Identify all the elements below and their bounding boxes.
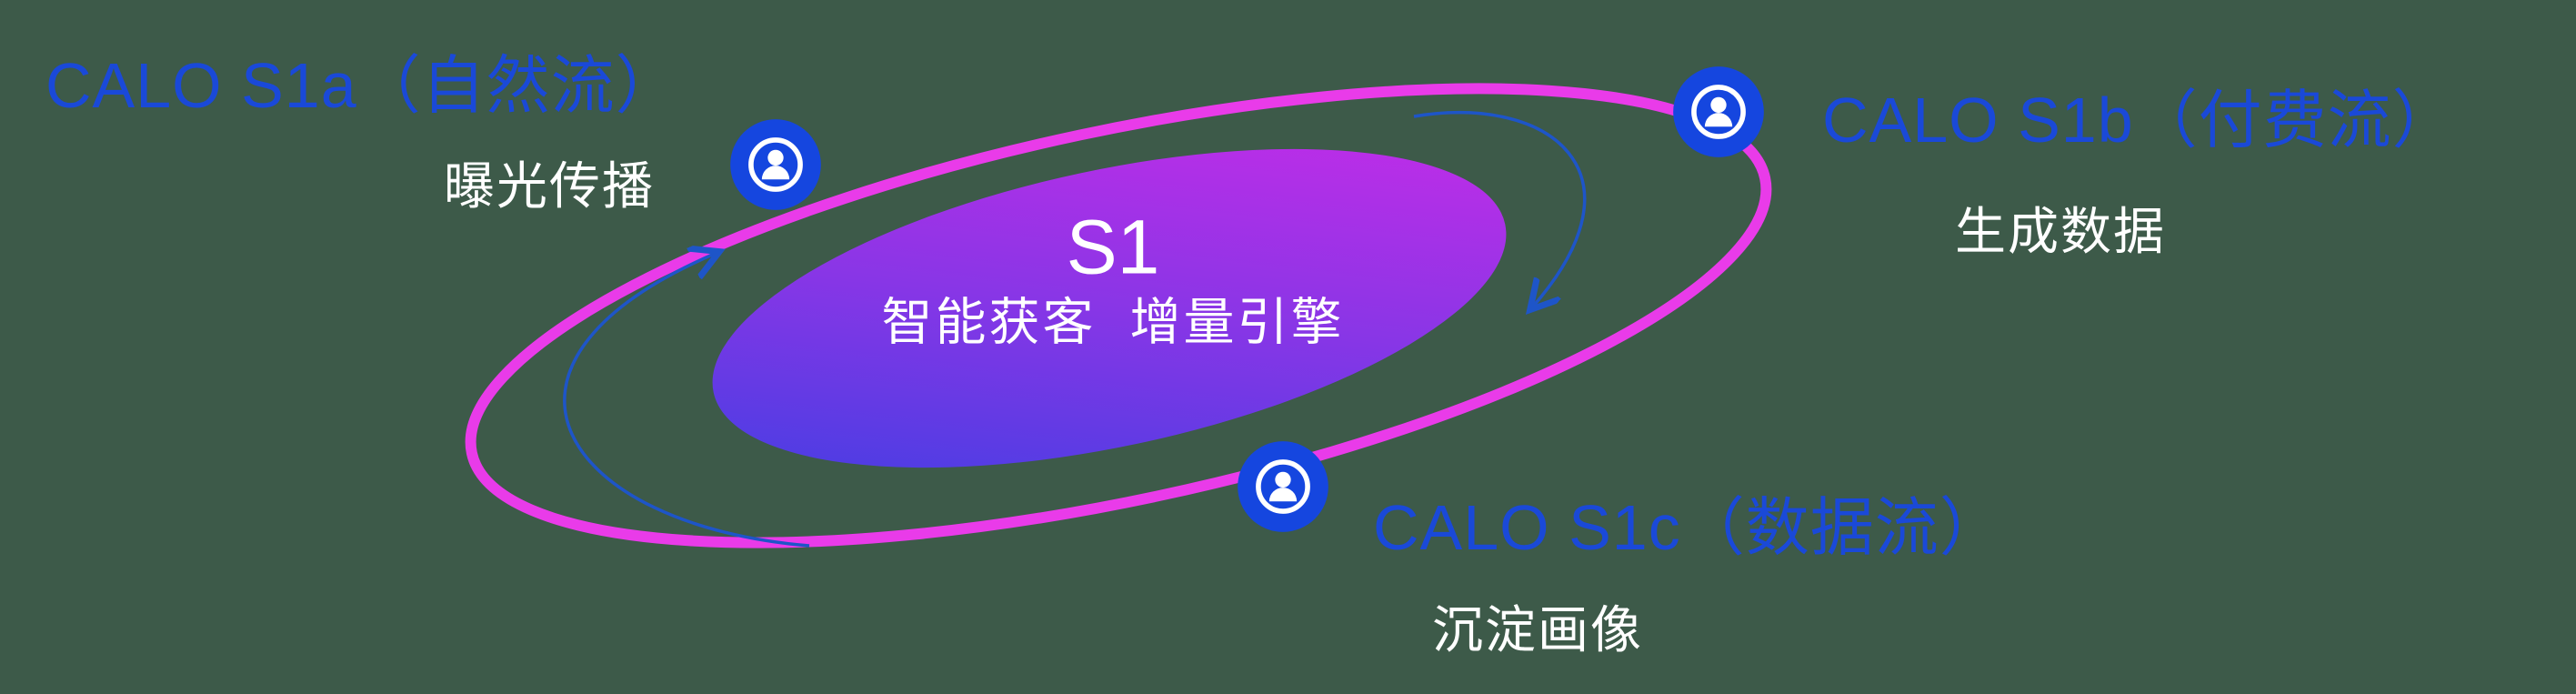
orbit-ring bbox=[465, 83, 1772, 548]
node-s1b-label: CALO S1b（付费流） bbox=[1822, 85, 2457, 156]
node-s1a-sublabel: 曝光传播 bbox=[444, 157, 655, 215]
core-ellipse bbox=[712, 148, 1507, 468]
core-subtitle: 智能获客 增量引擎 bbox=[881, 293, 1345, 351]
node-s1a-label: CALO S1a（自然流） bbox=[45, 50, 680, 121]
user-icon bbox=[728, 117, 823, 212]
core-title: S1 bbox=[1066, 204, 1160, 290]
node-s1c-sublabel: 沉淀画像 bbox=[1432, 601, 1643, 659]
node-s1c-label: CALO S1c（数据流） bbox=[1373, 492, 2004, 563]
flow-arrow-left bbox=[563, 253, 810, 548]
flow-arrow-right bbox=[1413, 111, 1587, 307]
user-icon bbox=[1236, 439, 1330, 534]
node-s1b-sublabel: 生成数据 bbox=[1955, 203, 2166, 260]
user-icon bbox=[1671, 65, 1766, 159]
